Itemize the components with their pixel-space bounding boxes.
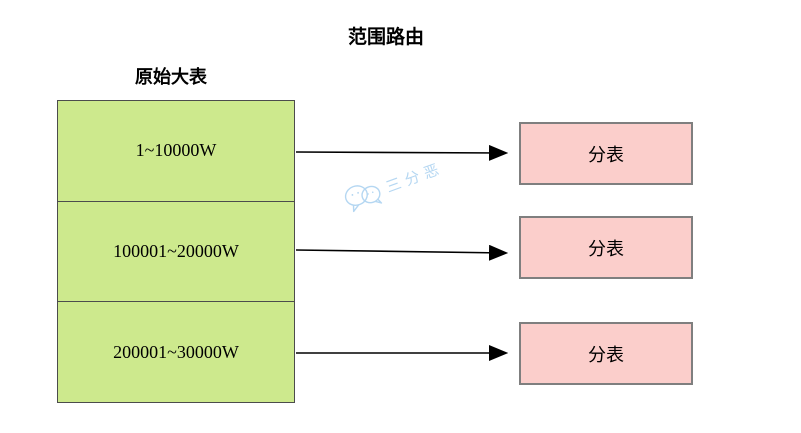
watermark-text: 三分恶 [383,160,446,196]
arrow-row2-to-shard2 [295,244,509,261]
source-table: 1~10000W 100001~20000W 200001~30000W [57,100,295,403]
arrow-row1-to-shard1 [295,144,509,161]
source-table-row-3: 200001~30000W [113,341,239,362]
shard-table-box-1: 分表 [519,122,693,185]
source-table-row-1: 1~10000W [58,101,294,202]
source-table-row-2: 100001~20000W [58,202,294,303]
shard-table-box-2: 分表 [519,216,693,279]
source-table-label: 原始大表 [135,67,207,87]
watermark: 三分恶 [340,143,472,216]
shard-table-box-3: 分表 [519,322,693,385]
wechat-icon [340,175,386,216]
page-title: 范围路由 [347,27,424,48]
